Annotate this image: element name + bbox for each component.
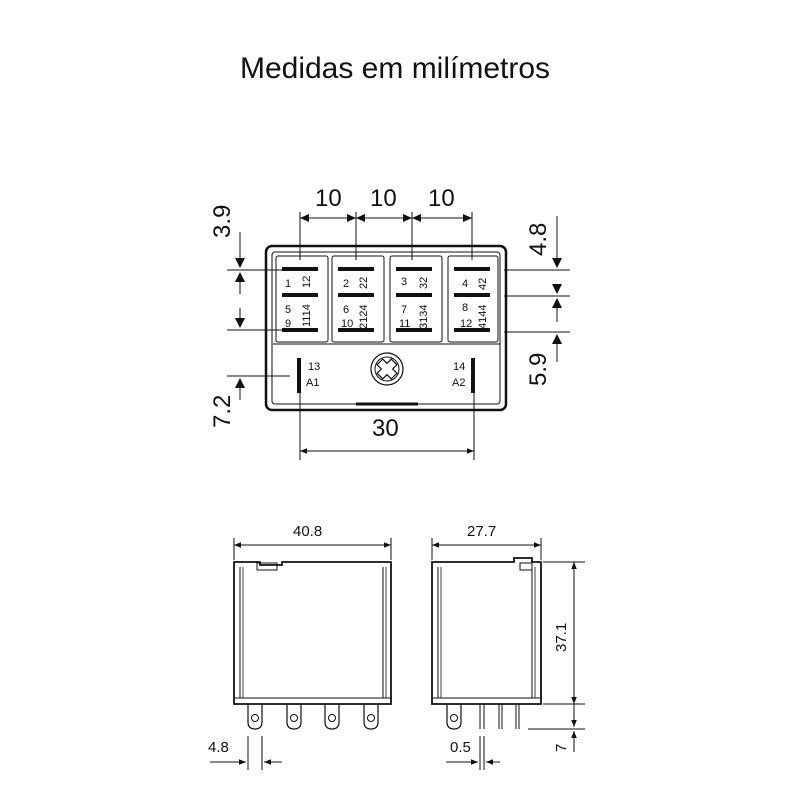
pin-top-rot-label: 12 <box>301 276 313 288</box>
dim-27-7: 27.7 <box>467 523 496 540</box>
dim-3-9: 3.9 <box>209 205 236 238</box>
dim-7-2: 7.2 <box>209 395 236 428</box>
pin-bot-label: 9 <box>285 318 291 330</box>
pin-mid-label: 8 <box>462 302 468 314</box>
pin-bot-rot-label: 4144 <box>477 305 489 329</box>
terminal-block-3: 3 32 7 11 3134 <box>389 255 443 343</box>
pin-mid-label: 7 <box>401 304 407 316</box>
page-title: Medidas em milímetros <box>239 52 551 85</box>
test-button-icon <box>370 352 404 386</box>
pitch-label-2: 10 <box>370 185 397 212</box>
left-dimensions: 3.9 7.2 <box>209 205 290 428</box>
pin-bot-rot-label: 2124 <box>358 305 370 329</box>
pin-bot-rot-label: 3134 <box>418 305 430 329</box>
front-view-body <box>233 561 392 705</box>
pitch-label-3: 10 <box>428 185 455 212</box>
dim-0-5: 0.5 <box>450 739 471 756</box>
coil-terminal-a2: 14 A2 <box>452 358 475 393</box>
front-view: 40.8 4.8 <box>208 523 392 770</box>
terminal-block-1: 1 12 5 9 1114 <box>275 255 329 343</box>
pitch-label-1: 10 <box>315 185 342 212</box>
dim-40-8: 40.8 <box>293 523 322 540</box>
side-view: 27.7 37.1 7 <box>431 523 585 770</box>
bottom-dimension: 30 <box>299 393 475 460</box>
pin-bot-rot-label: 1114 <box>301 304 313 327</box>
dim-7: 7 <box>553 744 570 752</box>
side-view-terminals <box>446 704 520 730</box>
coil-a2-label: A2 <box>452 377 465 389</box>
pin-mid-label: 6 <box>343 304 349 316</box>
dim-5-9: 5.9 <box>525 353 552 386</box>
pin-top-rot-label: 32 <box>418 277 430 289</box>
pin-top-rot-label: 22 <box>358 277 370 289</box>
dim-37-1: 37.1 <box>553 623 570 652</box>
front-view-terminals <box>247 704 379 730</box>
pin-bot-label: 11 <box>399 318 410 330</box>
top-view: 1 12 5 9 1114 2 22 6 10 2124 3 32 7 11 3 <box>209 185 570 460</box>
dim-4-8-pin: 4.8 <box>208 739 229 756</box>
terminal-block-4: 4 42 8 12 4144 <box>447 255 499 343</box>
pin-top-rot-label: 42 <box>477 278 489 290</box>
right-dimensions: 4.8 5.9 <box>504 216 570 386</box>
side-view-body <box>431 557 542 705</box>
coil-a1-label: A1 <box>306 377 319 389</box>
pin-top-label: 3 <box>401 276 407 288</box>
pin-bot-label: 12 <box>460 318 472 330</box>
terminal-block-2: 2 22 6 10 2124 <box>331 255 385 343</box>
dim-4-8: 4.8 <box>525 223 552 256</box>
coil-a1-number: 13 <box>308 361 320 373</box>
pin-mid-label: 5 <box>285 304 291 316</box>
top-view-body <box>264 244 508 412</box>
pin-bot-label: 10 <box>341 318 353 330</box>
dim-30: 30 <box>372 415 399 442</box>
pin-top-label: 4 <box>462 278 468 290</box>
coil-terminal-a1: 13 A1 <box>297 358 320 393</box>
pin-top-label: 1 <box>285 278 291 290</box>
coil-a2-number: 14 <box>453 361 465 373</box>
pitch-dimension: 10 10 10 <box>299 185 473 260</box>
pin-top-label: 2 <box>343 278 349 290</box>
